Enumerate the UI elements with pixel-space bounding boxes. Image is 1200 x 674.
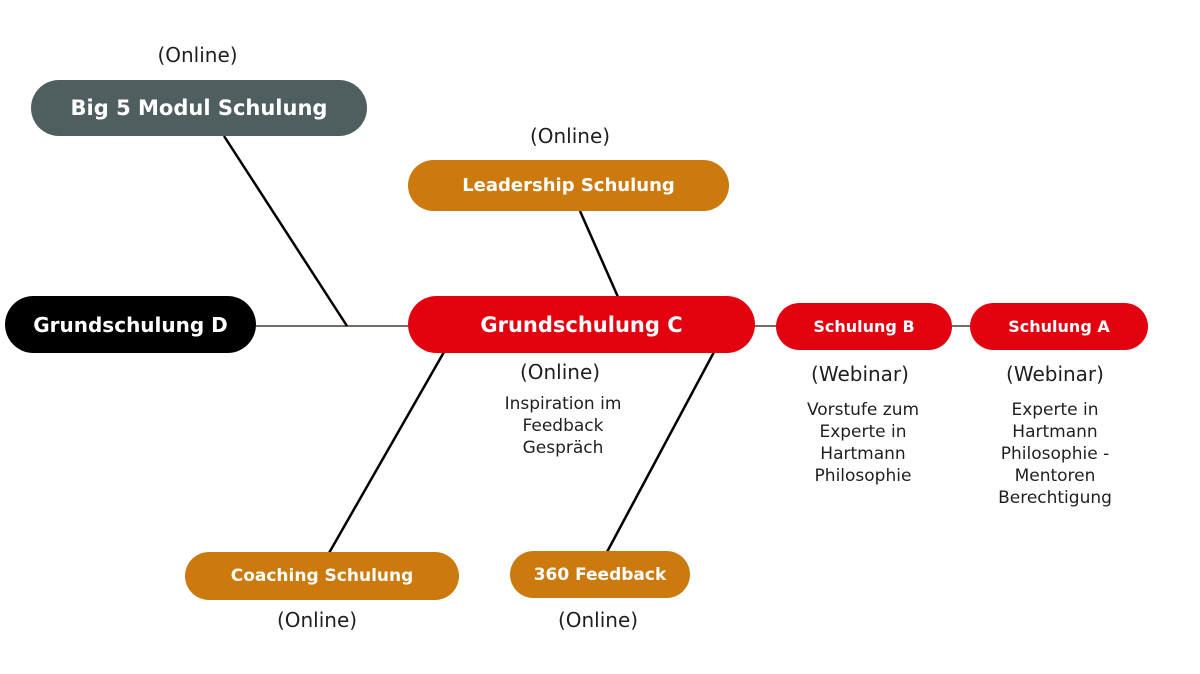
grundschulung-c-caption: (Online) — [519, 360, 601, 384]
schulung-b-node: Schulung B — [776, 303, 952, 350]
schulung-b-caption: (Webinar) — [811, 362, 909, 386]
connector-360-feedback — [605, 351, 716, 553]
desc-line: Feedback — [522, 416, 604, 436]
desc-line: Mentoren — [1014, 466, 1096, 486]
grundschulung-c-description: Inspiration im Feedback Gespräch — [473, 393, 653, 459]
connector-leadership — [578, 210, 620, 298]
schulung-a-description: Experte in Hartmann Philosophie - Mentor… — [970, 399, 1140, 509]
desc-line: Philosophie — [814, 466, 912, 486]
big5-caption: (Online) — [157, 43, 238, 67]
desc-line: Hartmann — [1012, 422, 1098, 442]
coaching-caption: (Online) — [276, 608, 358, 632]
360-feedback-caption: (Online) — [557, 608, 639, 632]
360-feedback-node: 360 Feedback — [510, 551, 690, 598]
schulung-a-node: Schulung A — [970, 303, 1148, 350]
desc-line: Berechtigung — [998, 488, 1112, 508]
desc-line: Vorstufe zum — [806, 400, 920, 420]
schulung-a-caption: (Webinar) — [1006, 362, 1104, 386]
desc-line: Experte in — [819, 422, 907, 442]
coaching-schulung-node: Coaching Schulung — [185, 552, 459, 600]
grundschulung-c-node: Grundschulung C — [408, 296, 755, 353]
desc-line: Hartmann — [820, 444, 906, 464]
big5-modul-schulung-node: Big 5 Modul Schulung — [31, 80, 367, 136]
grundschulung-d-node: Grundschulung D — [5, 296, 256, 353]
connector-big5 — [222, 135, 349, 327]
desc-line: Experte in — [1011, 400, 1099, 420]
leadership-caption: (Online) — [529, 124, 611, 148]
schulung-b-description: Vorstufe zum Experte in Hartmann Philoso… — [778, 399, 948, 487]
desc-line: Inspiration im — [504, 394, 622, 414]
desc-line: Philosophie - — [1000, 444, 1110, 464]
desc-line: Gespräch — [522, 438, 604, 458]
connector-coaching — [327, 351, 446, 554]
leadership-schulung-node: Leadership Schulung — [408, 160, 729, 211]
